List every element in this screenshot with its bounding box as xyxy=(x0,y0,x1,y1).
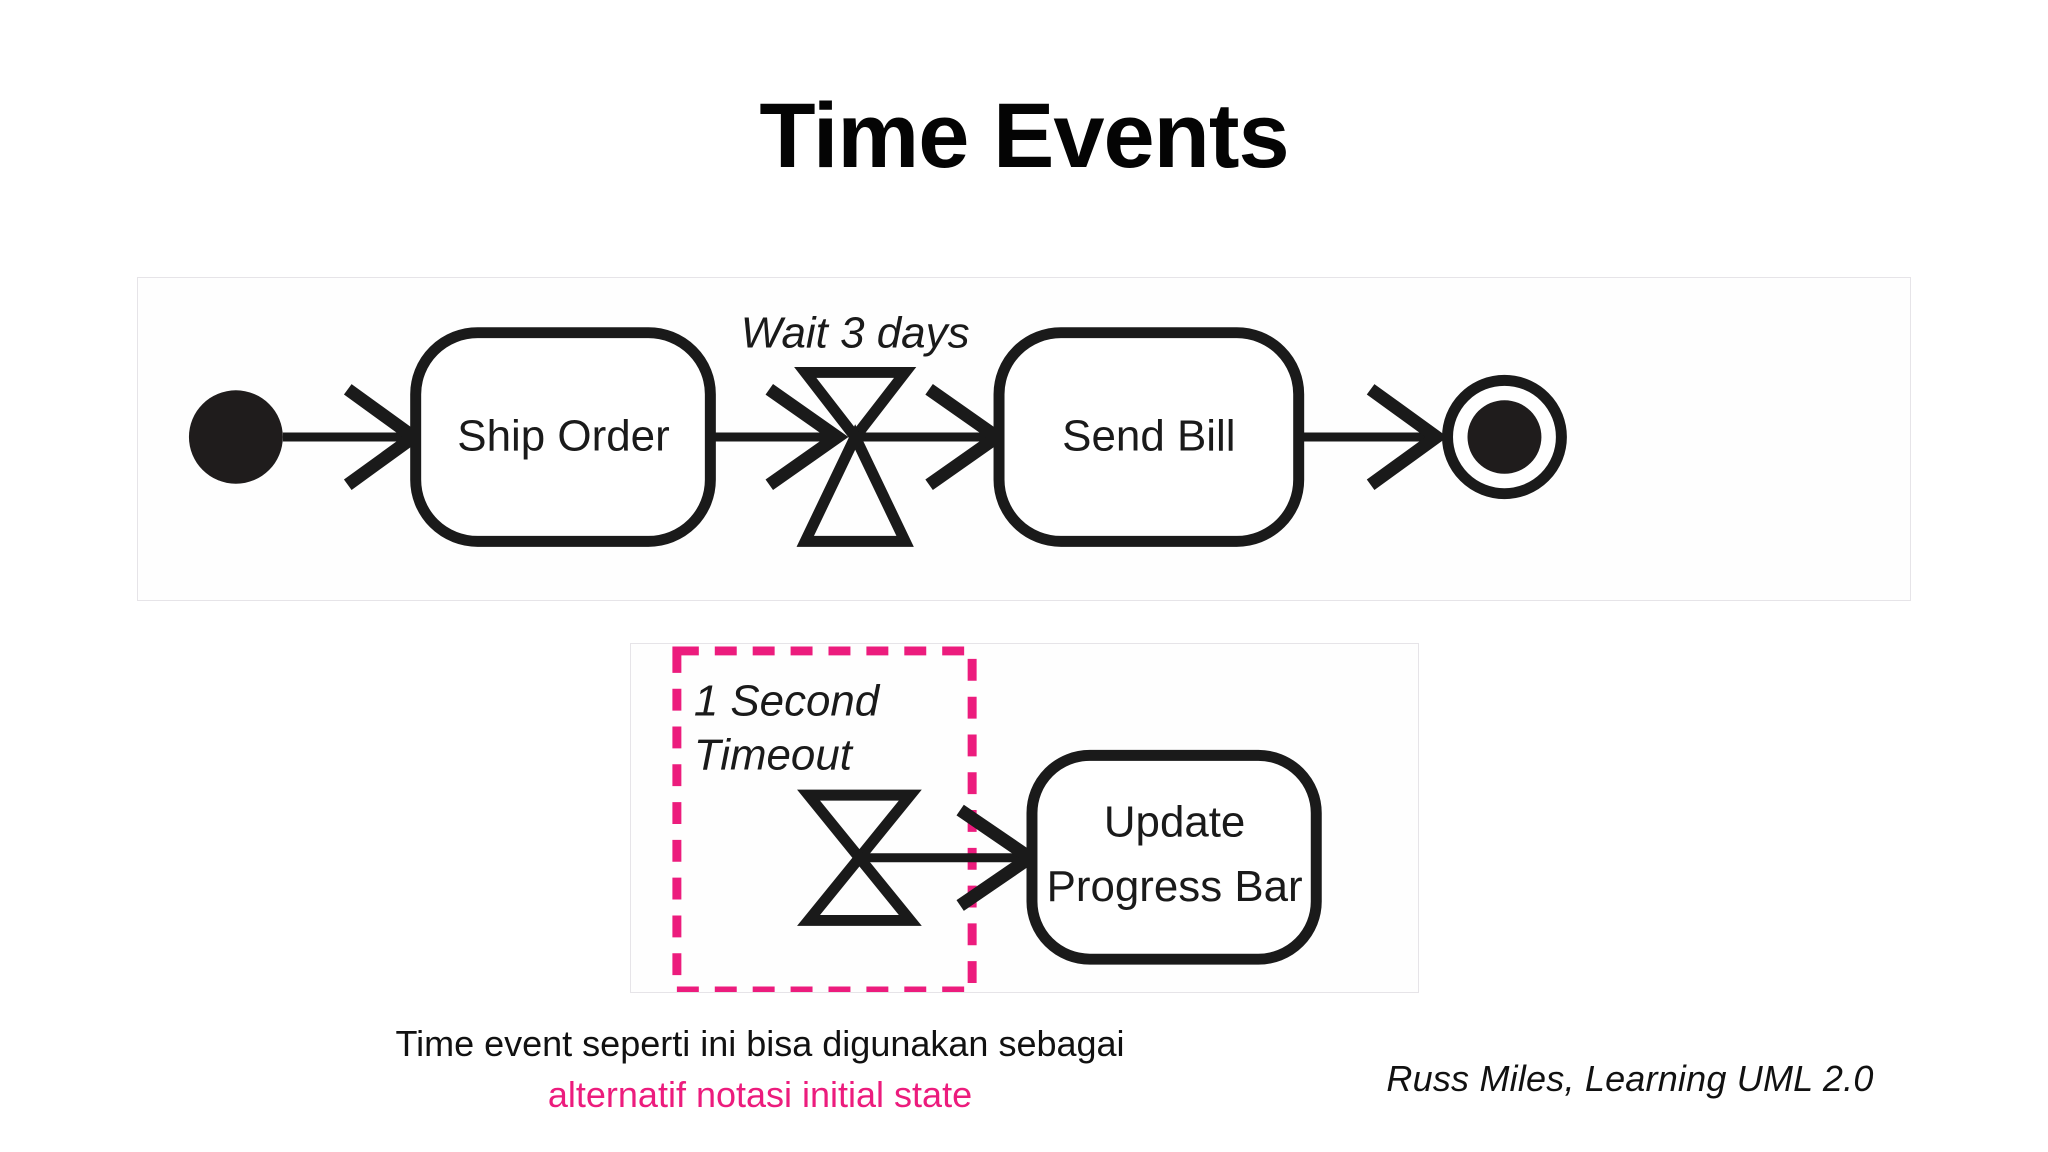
final-state-node xyxy=(1442,374,1567,500)
attribution-source: Russ Miles, Learning UML 2.0 xyxy=(1386,1058,1874,1099)
caption: Time event seperti ini bisa digunakan se… xyxy=(330,1018,1190,1120)
order-processing-activity-diagram: Ship Order Wait 3 days Send Bill xyxy=(137,277,1911,601)
caption-plain-text: Time event seperti ini bisa digunakan se… xyxy=(395,1023,1125,1064)
timeout-diagram-canvas: 1 Second Timeout Update Progress Bar xyxy=(672,646,1322,992)
action-node-send-bill: Send Bill xyxy=(993,327,1305,547)
action-node-label: Ship Order xyxy=(457,412,669,461)
timeout-initial-state-diagram: 1 Second Timeout Update Progress Bar xyxy=(630,643,1419,993)
activity-diagram-canvas: Ship Order Wait 3 days Send Bill xyxy=(188,309,1567,547)
action-node-label: Send Bill xyxy=(1062,412,1235,461)
page-title: Time Events xyxy=(759,85,1289,187)
time-event-hourglass-wait-3-days: Wait 3 days xyxy=(741,309,970,547)
time-event-hourglass-timeout xyxy=(797,789,922,926)
action-node-label-line1: Update xyxy=(1104,798,1245,847)
time-event-label-line2: Timeout xyxy=(694,730,854,779)
time-event-label: Wait 3 days xyxy=(741,309,970,358)
time-event-label-line1: 1 Second xyxy=(694,677,881,726)
action-node-label-line2: Progress Bar xyxy=(1047,862,1303,911)
flow-arrow-sendbill-to-final xyxy=(1298,384,1448,490)
initial-state-node xyxy=(188,390,283,484)
action-node-ship-order: Ship Order xyxy=(410,327,716,547)
flow-arrow-ship-to-timeevent xyxy=(710,384,849,490)
flow-arrow-initial-to-ship xyxy=(282,384,425,490)
action-node-update-progress-bar: Update Progress Bar xyxy=(1026,749,1322,965)
caption-highlight-text: alternatif notasi initial state xyxy=(547,1074,973,1116)
